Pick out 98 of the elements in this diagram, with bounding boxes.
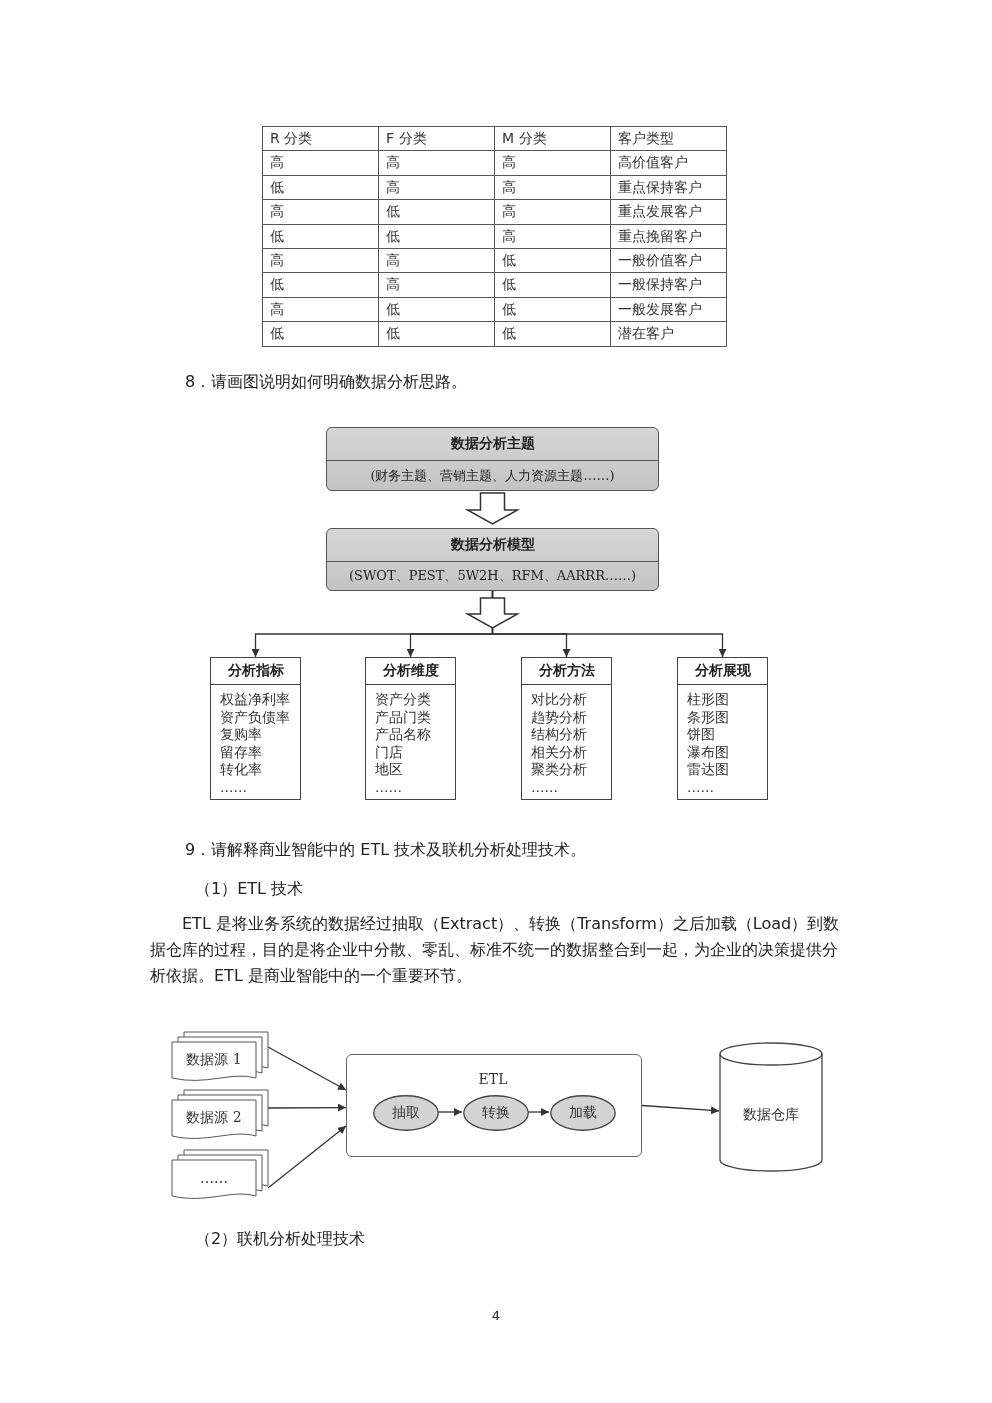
column-header: M 分类 (495, 127, 611, 152)
table-cell: 低 (263, 224, 379, 249)
list-item: 相关分析 (531, 743, 587, 761)
list-item: 资产负债率 (220, 708, 290, 726)
question-text: （2）联机分析处理技术 (195, 1228, 367, 1250)
list-item: …… (531, 778, 558, 796)
category-box (677, 657, 768, 800)
column-header: R 分类 (263, 127, 379, 152)
table-cell: 低 (379, 224, 495, 249)
group-label: ETL (478, 1071, 508, 1087)
list-item: 聚类分析 (531, 761, 587, 779)
list-item: 趋势分析 (531, 708, 587, 726)
table-cell: 一般发展客户 (611, 297, 727, 323)
table-cell: 高 (263, 200, 379, 225)
table-cell: 低 (495, 273, 611, 298)
box-heading: 数据分析模型 (450, 536, 535, 554)
node-label: 抽取 (392, 1104, 420, 1122)
category-box (210, 657, 301, 800)
table-cell: 高价值客户 (611, 151, 727, 176)
box-text: (财务主题、营销主题、人力资源主题……) (370, 466, 615, 485)
table-cell: 高 (379, 273, 495, 298)
block-arrow (464, 597, 521, 629)
box-heading: 分析方法 (538, 662, 595, 680)
table-cell: 低 (263, 175, 379, 201)
table-cell: 高 (379, 175, 495, 201)
arrow (267, 1125, 347, 1189)
arrow (491, 590, 727, 658)
table-cell: 潜在客户 (611, 322, 727, 347)
list-item: 瀑布图 (687, 743, 729, 761)
table-cell: 低 (495, 297, 611, 323)
question-text: 9．请解释商业智能中的 ETL 技术及联机分析处理技术。 (185, 839, 588, 861)
block-arrow (464, 492, 521, 525)
list-item: 留存率 (220, 743, 262, 761)
list-item: 产品名称 (375, 726, 431, 744)
table-cell: 低 (263, 322, 379, 347)
list-item: 雷达图 (687, 761, 729, 779)
category-box (521, 657, 612, 800)
node-label: 数据仓库 (743, 1106, 799, 1124)
list-item: 结构分析 (531, 726, 587, 744)
list-item: …… (375, 778, 402, 796)
table-cell: 一般价值客户 (611, 248, 727, 274)
box-heading: 数据分析主题 (450, 435, 535, 453)
node-label: 数据源 1 (186, 1051, 242, 1069)
node-label: 转换 (482, 1104, 510, 1122)
title-box (326, 427, 659, 491)
question-text: 8．请画图说明如何明确数据分析思路。 (185, 371, 469, 393)
list-item: …… (687, 778, 714, 796)
list-item: 柱形图 (687, 691, 729, 709)
title-box (326, 528, 659, 591)
list-item: 复购率 (220, 726, 262, 744)
node-label: 加载 (569, 1104, 597, 1122)
table-cell: 重点保持客户 (611, 175, 727, 201)
table-cell: 低 (379, 322, 495, 347)
list-item: 权益净利率 (220, 691, 290, 709)
table-cell: 高 (379, 151, 495, 176)
question-text: （1）ETL 技术 (195, 878, 305, 900)
box-text: (SWOT、PEST、5W2H、RFM、AARRR……) (348, 567, 637, 585)
table-cell: 高 (263, 297, 379, 323)
list-item: 产品门类 (375, 708, 431, 726)
column-header: F 分类 (379, 127, 495, 152)
list-item: 饼图 (687, 726, 715, 744)
arrow (267, 1046, 347, 1091)
node-label: …… (200, 1170, 228, 1186)
list-item: 地区 (375, 761, 403, 779)
list-item: 条形图 (687, 708, 729, 726)
arrow (641, 1104, 720, 1115)
arrow (267, 1103, 347, 1112)
table-cell: 高 (495, 151, 611, 176)
table-cell: 低 (263, 273, 379, 298)
list-item: …… (220, 778, 247, 796)
table-cell: 高 (495, 200, 611, 225)
list-item: 转化率 (220, 761, 262, 779)
page-number: 4 (490, 1307, 502, 1325)
box-heading: 分析维度 (382, 662, 439, 680)
table-cell: 低 (495, 322, 611, 347)
table-cell: 高 (263, 151, 379, 176)
table-cell: 高 (495, 175, 611, 201)
list-item: 门店 (375, 743, 403, 761)
arrow (527, 1108, 550, 1116)
column-header: 客户类型 (611, 127, 727, 152)
table-cell: 低 (379, 200, 495, 225)
table-cell: 低 (495, 248, 611, 274)
table-cell: 高 (379, 248, 495, 274)
table-cell: 高 (495, 224, 611, 249)
node-label: 数据源 2 (186, 1109, 242, 1127)
box-heading: 分析展现 (694, 662, 751, 680)
paragraph: ETL 是将业务系统的数据经过抽取（Extract）、转换（Transform）之后加载（Load）到数据仓库的过程，目的是将企业中分散、零乱、标准不统一的数据整合到一起，为企业的决策提供分析依据。ETL 是商业智能中的一个重要环节。 (150, 913, 841, 987)
table-cell: 低 (379, 297, 495, 323)
table-cell: 高 (263, 248, 379, 274)
box-heading: 分析指标 (227, 662, 284, 680)
process-group (346, 1054, 642, 1157)
arrow (437, 1108, 463, 1116)
category-box (365, 657, 456, 800)
table-cell: 重点挽留客户 (611, 224, 727, 249)
list-item: 资产分类 (375, 691, 431, 709)
table-cell: 重点发展客户 (611, 200, 727, 225)
table-cell: 一般保持客户 (611, 273, 727, 298)
list-item: 对比分析 (531, 691, 587, 709)
